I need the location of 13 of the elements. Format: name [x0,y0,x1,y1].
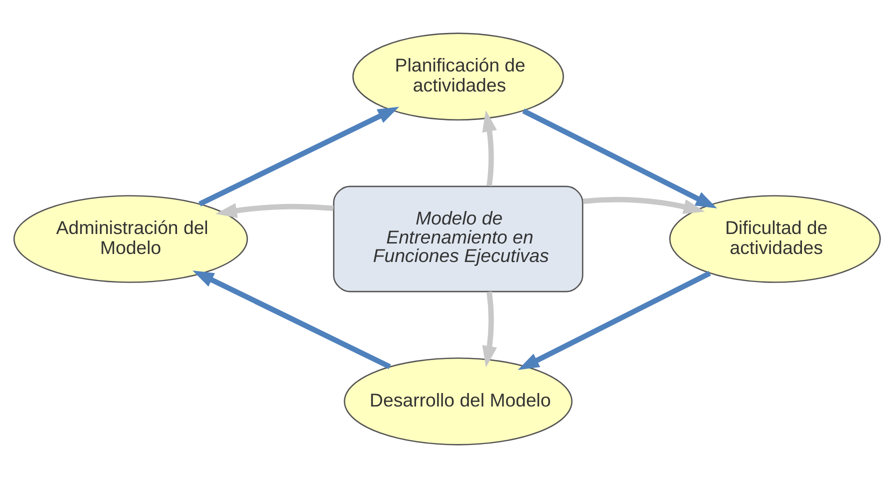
arrow [215,202,334,218]
arrow [192,270,391,369]
arrow [582,196,705,214]
node-ellipse: Dificultad de actividades [669,194,881,282]
arrow [522,108,718,208]
arrow [482,290,497,367]
arrow [482,110,497,186]
node-ellipse: Planificación de actividades [352,32,564,120]
node-box: Modelo de Entrenamiento en Funciones Ejecutivas [333,185,584,292]
node-ellipse: Desarrollo del Modelo [344,356,573,445]
arrow [518,270,711,370]
arrow [198,106,400,206]
node-ellipse: Administración del Modelo [13,194,248,282]
